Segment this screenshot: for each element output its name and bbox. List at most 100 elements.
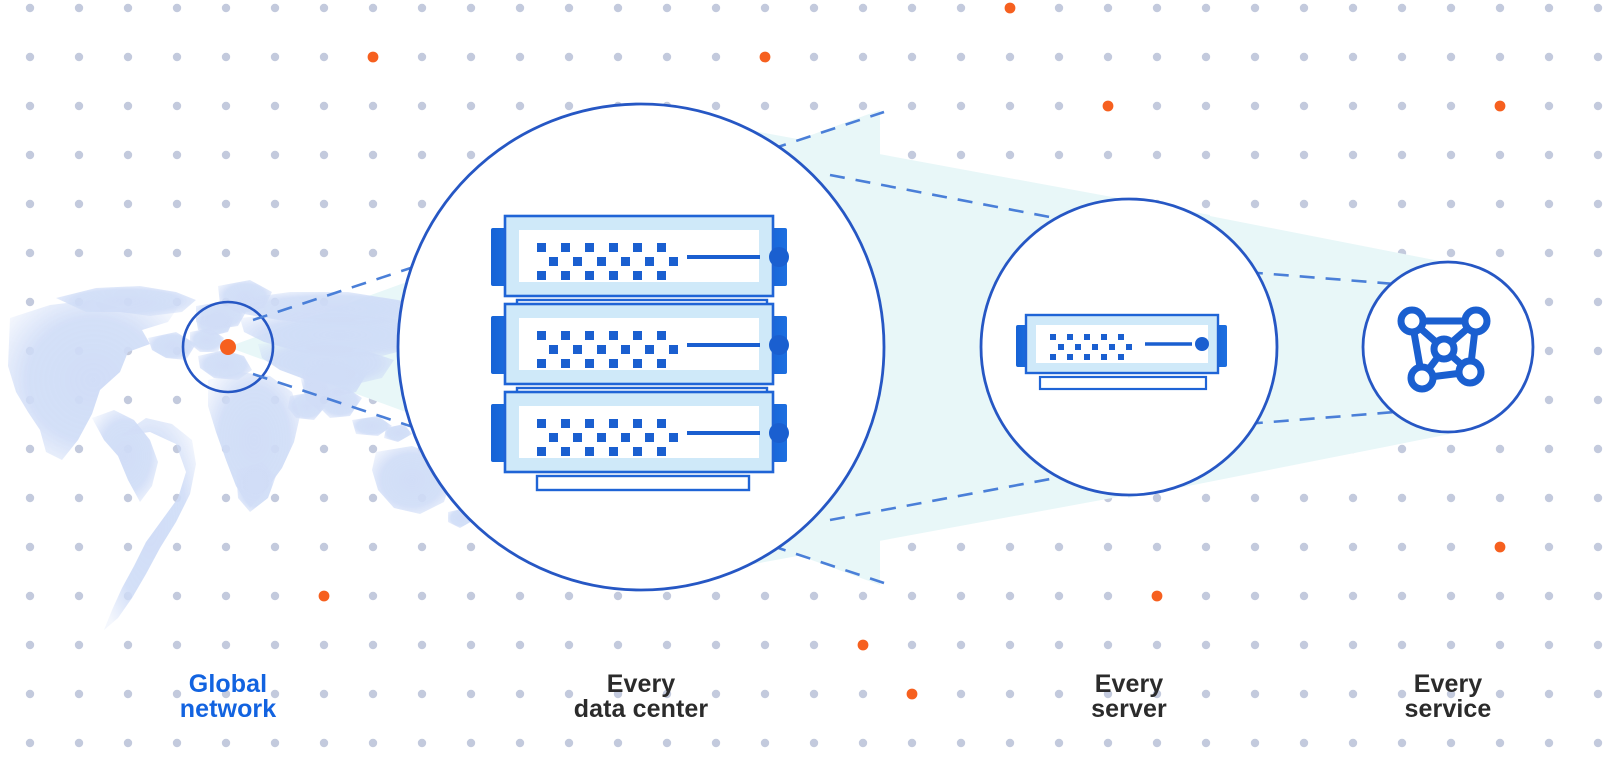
server-unit-2-status-dot [769, 335, 789, 355]
grid-dot [319, 493, 329, 503]
grid-dot [172, 640, 182, 650]
grid-dot [417, 3, 427, 13]
grid-dot [662, 591, 672, 601]
grid-dot [1348, 738, 1358, 748]
grid-dot [74, 52, 84, 62]
grid-dot-highlight [367, 51, 379, 63]
grid-dot [221, 248, 231, 258]
grid-dot [1593, 3, 1603, 13]
grid-dot [123, 248, 133, 258]
grid-dot [1397, 738, 1407, 748]
grid-dot [711, 101, 721, 111]
grid-dot [711, 689, 721, 699]
grid-dot [417, 689, 427, 699]
label-data-center-line1: Every [607, 670, 676, 698]
grid-dot [466, 738, 476, 748]
funnel-line-srv-bottom [1195, 404, 1471, 430]
grid-dot [1103, 52, 1113, 62]
grid-dot [907, 101, 917, 111]
grid-dot [1544, 52, 1554, 62]
grid-dot [1299, 542, 1309, 552]
grid-dot [1005, 640, 1015, 650]
grid-dot [74, 150, 84, 160]
grid-dot [1348, 542, 1358, 552]
grid-dot [956, 101, 966, 111]
grid-dot [564, 591, 574, 601]
grid-dot [858, 101, 868, 111]
grid-dot [123, 101, 133, 111]
grid-dot [74, 101, 84, 111]
grid-dot [1544, 493, 1554, 503]
grid-dot [1054, 640, 1064, 650]
grid-dot [172, 199, 182, 209]
grid-dot [1103, 689, 1113, 699]
grid-dot [270, 493, 280, 503]
grid-dot-highlight [1151, 590, 1163, 602]
server-unit-2 [491, 302, 789, 386]
grid-dot [123, 542, 133, 552]
grid-dot [74, 591, 84, 601]
grid-dot [123, 150, 133, 160]
grid-dot [74, 248, 84, 258]
grid-dot [1250, 542, 1260, 552]
grid-dot [1544, 395, 1554, 405]
grid-dot [515, 101, 525, 111]
grid-dot [270, 689, 280, 699]
grid-dot [368, 3, 378, 13]
grid-dot [221, 3, 231, 13]
grid-dot [221, 640, 231, 650]
grid-dot [1201, 493, 1211, 503]
grid-dot [25, 591, 35, 601]
grid-dot [1103, 542, 1113, 552]
grid-dot [858, 52, 868, 62]
grid-dot [1054, 689, 1064, 699]
grid-dot [466, 591, 476, 601]
grid-dot [1103, 591, 1113, 601]
grid-dot [74, 738, 84, 748]
grid-dot [1299, 101, 1309, 111]
grid-dot [1593, 150, 1603, 160]
server-single-status-dot [1195, 337, 1209, 351]
grid-dot [221, 689, 231, 699]
label-global-network-line1: Global [189, 670, 267, 698]
grid-dot [1446, 444, 1456, 454]
grid-dot [25, 297, 35, 307]
grid-dot [809, 591, 819, 601]
grid-dot [1299, 52, 1309, 62]
grid-dot [1250, 150, 1260, 160]
grid-dot [1005, 150, 1015, 160]
grid-dot [221, 493, 231, 503]
grid-dot [25, 738, 35, 748]
grid-dot [564, 640, 574, 650]
grid-dot [172, 3, 182, 13]
grid-dot [809, 52, 819, 62]
grid-dot [809, 738, 819, 748]
grid-dot [466, 640, 476, 650]
funnel-line-srv-top [1195, 266, 1471, 292]
grid-dot [613, 640, 623, 650]
server-unit-3 [491, 390, 789, 474]
grid-dot [25, 52, 35, 62]
grid-dot [417, 101, 427, 111]
network-graph-icon [1397, 306, 1491, 393]
grid-dot [25, 640, 35, 650]
grid-dot [564, 52, 574, 62]
grid-dot [858, 3, 868, 13]
grid-dot [1201, 542, 1211, 552]
grid-dot [74, 542, 84, 552]
grid-dot [760, 689, 770, 699]
grid-dot [466, 689, 476, 699]
grid-dot [319, 542, 329, 552]
grid-dot [1152, 493, 1162, 503]
grid-dot [1348, 101, 1358, 111]
grid-dot [25, 150, 35, 160]
grid-dot [1299, 3, 1309, 13]
server-unit-2-dot-matrix [537, 331, 678, 368]
grid-dot [1348, 640, 1358, 650]
server-unit-3-dot-matrix [537, 419, 678, 456]
grid-dot [123, 493, 133, 503]
grid-dot [123, 689, 133, 699]
grid-dot [711, 738, 721, 748]
global-network-marker-dot [220, 339, 236, 355]
